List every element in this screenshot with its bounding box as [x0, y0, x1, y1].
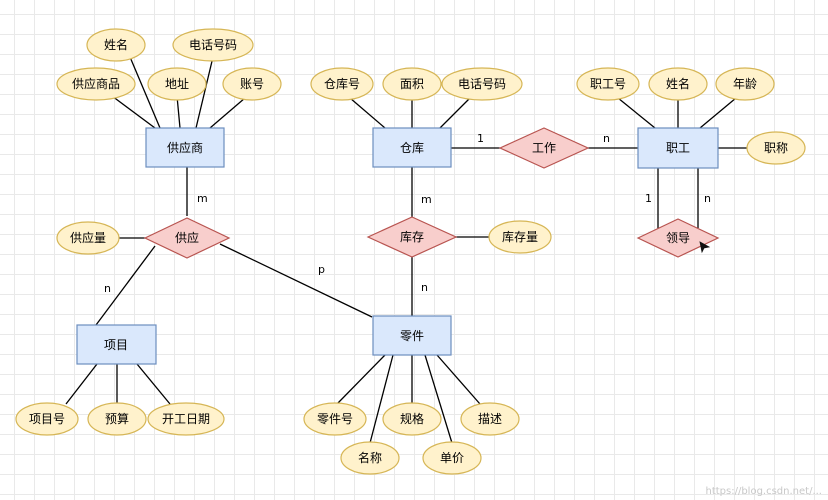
attribute-supplier-address-label: 地址: [165, 77, 189, 91]
attribute-supply-qty[interactable]: 供应量: [56, 221, 120, 255]
attribute-supplier-goods[interactable]: 供应商品: [56, 67, 136, 101]
cardinality-work-employee: n: [603, 132, 610, 145]
attribute-project-start[interactable]: 开工日期: [147, 402, 225, 436]
attribute-project-budget[interactable]: 预算: [87, 402, 147, 436]
attribute-part-desc[interactable]: 描述: [460, 402, 520, 436]
entity-employee[interactable]: 职工: [637, 127, 719, 169]
edge-supplier-name: [129, 56, 161, 129]
cardinality-supply-part: p: [318, 263, 325, 276]
cardinality-supply-project: n: [104, 282, 111, 295]
attribute-warehouse-phone-label: 电话号码: [458, 77, 506, 91]
attribute-part-spec[interactable]: 规格: [382, 402, 442, 436]
entity-supplier[interactable]: 供应商: [145, 127, 225, 168]
entity-warehouse-label: 仓库: [400, 140, 424, 155]
relationship-stock-label: 库存: [400, 229, 424, 244]
edge-warehouse-no: [349, 97, 386, 129]
mouse-cursor-icon: [699, 241, 711, 254]
attribute-supplier-account[interactable]: 账号: [222, 67, 282, 101]
attribute-part-spec-label: 规格: [400, 411, 424, 426]
attribute-supplier-address[interactable]: 地址: [147, 67, 207, 101]
attribute-employee-no-label: 职工号: [590, 77, 626, 91]
attribute-part-no[interactable]: 零件号: [303, 402, 367, 436]
attribute-supplier-account-label: 账号: [240, 77, 264, 91]
cardinality-lead-one: 1: [645, 192, 652, 205]
attribute-project-no-label: 项目号: [29, 412, 65, 426]
edge-employee-no: [617, 97, 656, 129]
attribute-part-name[interactable]: 名称: [340, 441, 400, 475]
attribute-supplier-phone[interactable]: 电话号码: [172, 28, 254, 62]
edge-part-name: [369, 354, 394, 444]
attribute-stock-qty[interactable]: 库存量: [488, 220, 552, 254]
edges: [65, 56, 748, 444]
relationship-supply[interactable]: 供应: [143, 217, 231, 259]
attribute-employee-name[interactable]: 姓名: [648, 67, 708, 101]
attribute-supplier-goods-label: 供应商品: [72, 76, 120, 91]
attribute-employee-age-label: 年龄: [733, 77, 757, 91]
cardinality-lead-many: n: [704, 192, 711, 205]
attribute-project-budget-label: 预算: [105, 411, 129, 426]
attribute-part-no-label: 零件号: [317, 412, 353, 426]
edge-supplier-account: [209, 97, 246, 129]
relationship-stock[interactable]: 库存: [366, 216, 458, 258]
attribute-warehouse-area[interactable]: 面积: [382, 67, 442, 101]
edge-warehouse-phone: [439, 97, 471, 129]
relationship-work-label: 工作: [532, 141, 556, 155]
attribute-part-name-label: 名称: [358, 450, 382, 465]
edge-part-desc: [436, 354, 481, 405]
attribute-project-no[interactable]: 项目号: [15, 402, 79, 436]
attribute-part-price[interactable]: 单价: [422, 441, 482, 475]
attribute-employee-name-label: 姓名: [666, 76, 690, 91]
attribute-stock-qty-label: 库存量: [502, 229, 538, 244]
attribute-warehouse-no[interactable]: 仓库号: [310, 67, 374, 101]
relationship-work[interactable]: 工作: [498, 127, 590, 169]
watermark: https://blog.csdn.net/...: [705, 486, 822, 497]
attribute-part-desc-label: 描述: [478, 412, 502, 426]
edge-part-price: [424, 354, 453, 444]
attribute-warehouse-area-label: 面积: [400, 77, 424, 91]
entity-part-label: 零件: [400, 329, 424, 343]
relationship-lead-label: 领导: [666, 231, 690, 245]
edge-project-no: [65, 363, 98, 405]
attribute-supply-qty-label: 供应量: [70, 230, 106, 245]
attribute-employee-no[interactable]: 职工号: [576, 67, 640, 101]
edge-part-no: [336, 354, 386, 405]
attribute-project-start-label: 开工日期: [162, 412, 210, 426]
attribute-supplier-phone-label: 电话号码: [189, 38, 237, 52]
edge-supplier-phone: [195, 56, 214, 129]
relationship-supply-label: 供应: [175, 230, 199, 245]
attribute-warehouse-no-label: 仓库号: [324, 76, 360, 91]
entity-project-label: 项目: [104, 338, 128, 352]
attribute-warehouse-phone[interactable]: 电话号码: [441, 67, 523, 101]
relationship-lead[interactable]: 领导: [636, 218, 720, 258]
edge-employee-age: [699, 97, 737, 129]
entity-part[interactable]: 零件: [372, 315, 452, 356]
cardinality-warehouse-stock: m: [421, 193, 432, 206]
attribute-employee-title[interactable]: 职称: [746, 131, 806, 165]
edge-supplier-goods: [111, 95, 156, 129]
attribute-employee-age[interactable]: 年龄: [715, 67, 775, 101]
entity-supplier-label: 供应商: [167, 140, 203, 155]
entity-project[interactable]: 项目: [76, 324, 157, 365]
edge-supplier-address: [176, 95, 181, 129]
entity-employee-label: 职工: [666, 141, 690, 155]
attribute-supplier-name[interactable]: 姓名: [86, 28, 146, 62]
attribute-part-price-label: 单价: [440, 451, 464, 465]
edge-supply-part: [219, 243, 373, 318]
cardinality-stock-part: n: [421, 281, 428, 294]
attribute-supplier-name-label: 姓名: [104, 37, 128, 52]
cardinality-warehouse-work: 1: [477, 132, 484, 145]
entity-warehouse[interactable]: 仓库: [372, 127, 452, 168]
edge-project-start: [136, 363, 171, 405]
edge-supply-project: [95, 245, 156, 326]
cardinality-supplier-supply: m: [197, 192, 208, 205]
attribute-employee-title-label: 职称: [764, 141, 788, 155]
